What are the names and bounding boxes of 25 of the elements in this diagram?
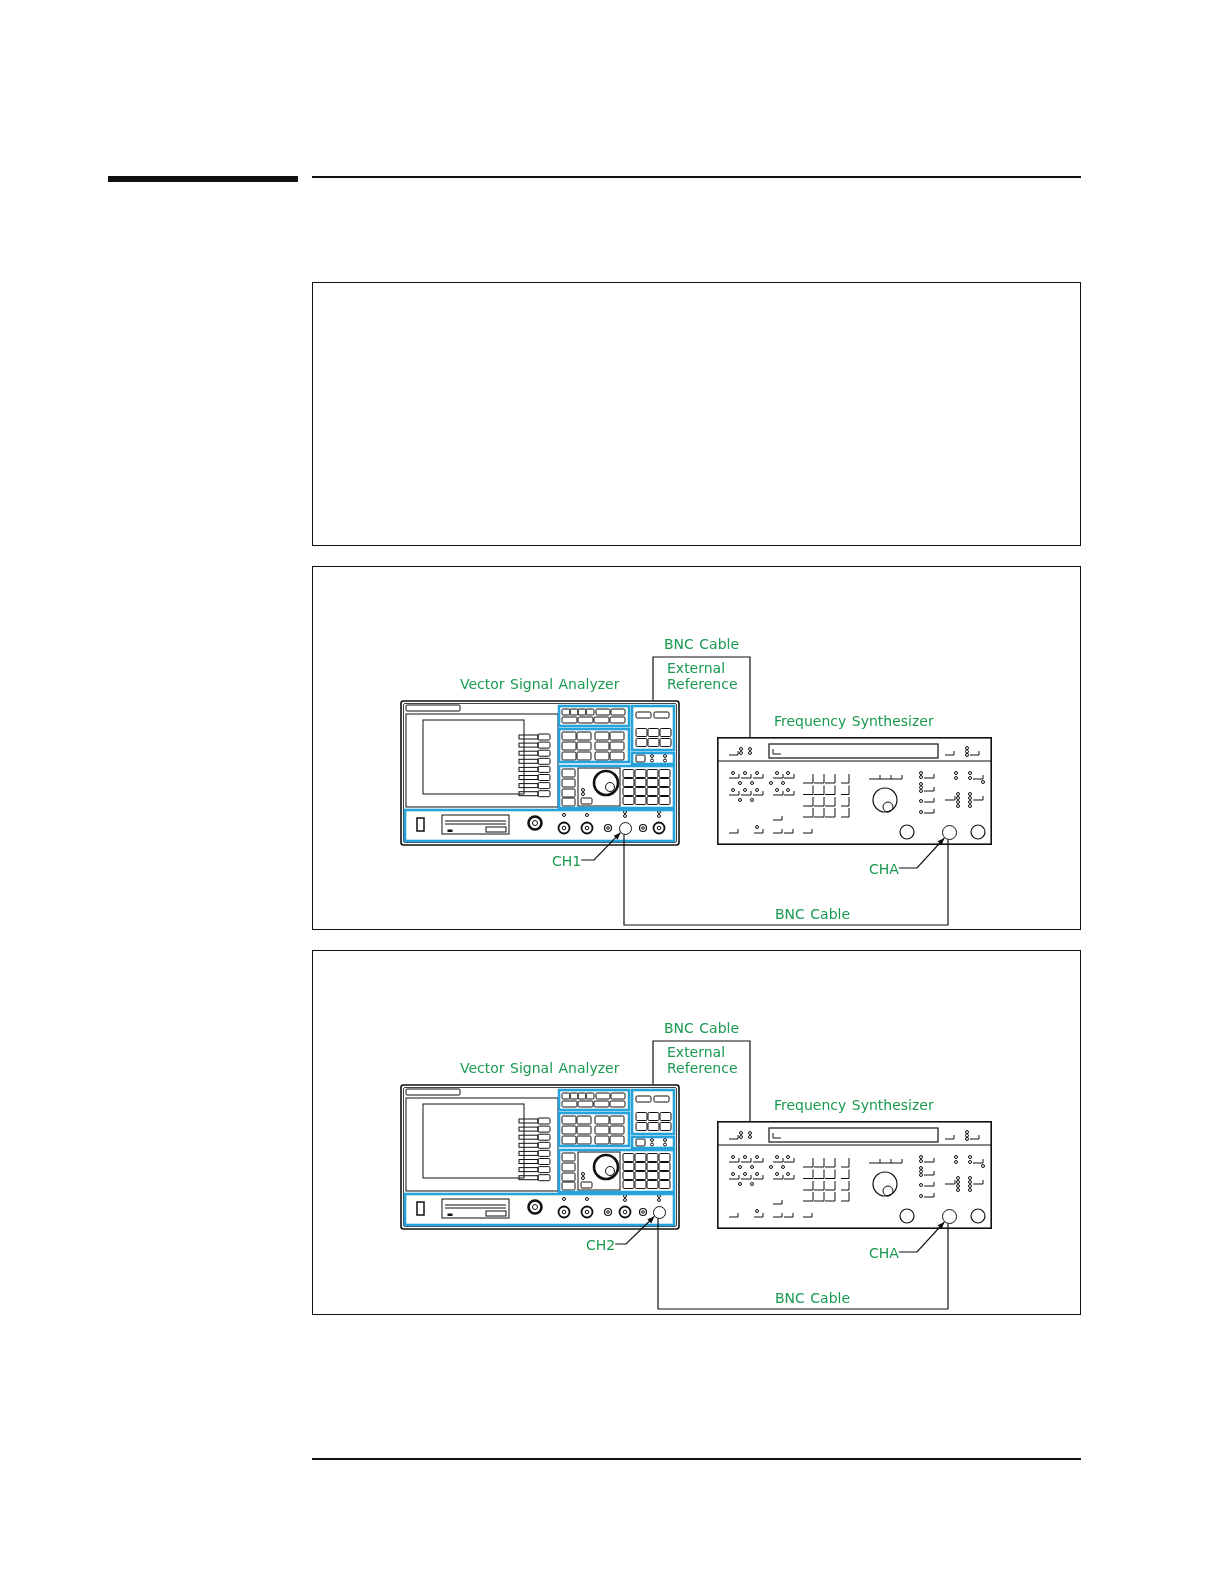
cable-line (652, 656, 751, 738)
blank-frame (312, 282, 1081, 546)
cable-line (657, 1217, 949, 1310)
cable-label: BNC Cable (775, 1290, 851, 1306)
leader-arrow (614, 1215, 655, 1245)
diagram-panel (312, 566, 1081, 930)
instrument-label: Vector Signal Analyzer (460, 676, 620, 692)
reference-label: External Reference (667, 1044, 739, 1076)
instrument-label: Vector Signal Analyzer (460, 1060, 620, 1076)
reference-label: External Reference (667, 660, 739, 692)
leader-arrow (898, 1221, 945, 1253)
port-label: CHA (869, 1245, 899, 1261)
port-label: CH2 (586, 1237, 616, 1253)
cable-label: BNC Cable (775, 906, 851, 922)
diagram-panel (312, 950, 1081, 1315)
leader-arrow (580, 832, 622, 861)
cable-line (652, 1040, 751, 1122)
instrument-label: Frequency Synthesizer (774, 1097, 934, 1113)
leader-arrow (898, 837, 945, 869)
port-label: CH1 (552, 853, 582, 869)
cable-label: BNC Cable (664, 636, 740, 652)
cable-label: BNC Cable (664, 1020, 740, 1036)
instrument-label: Frequency Synthesizer (774, 713, 934, 729)
port-label: CHA (869, 861, 899, 877)
cable-line (623, 833, 949, 926)
